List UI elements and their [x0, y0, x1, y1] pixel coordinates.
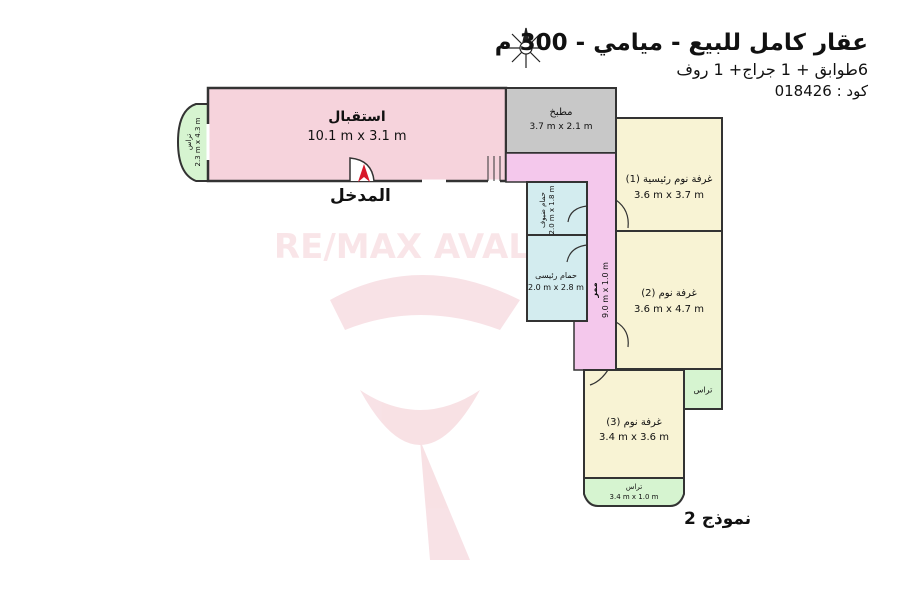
terrace-left-dims: 2.3 m x 4.3 m — [194, 117, 202, 167]
property-code: كود : 018426 — [774, 82, 868, 100]
corridor-label: ممر 9.0 m x 1.0 m — [589, 262, 611, 318]
bedroom3-name: غرفة نوم (3) — [606, 417, 662, 428]
entrance-door-swing — [349, 157, 375, 182]
corridor-name: ممر — [590, 282, 599, 298]
main-bath-dims: 2.0 m x 2.8 m — [528, 283, 584, 292]
bedroom3-dims: 3.4 m x 3.6 m — [599, 432, 669, 443]
main-bathroom — [526, 234, 588, 322]
entrance-arrow-icon — [358, 164, 370, 182]
page-subtitle: 6طوابق + 1 جراج+ 1 روف — [676, 60, 868, 79]
watermark-logo — [330, 275, 520, 560]
reception-label: استقبال 10.1 m x 3.1 m — [307, 107, 406, 147]
terrace-small-name: تراس — [693, 385, 713, 395]
model-label: نموذج 2 — [684, 509, 752, 529]
entrance-label: المدخل — [330, 186, 391, 206]
main-bath-label: حمام رئيسى 2.0 m x 2.8 m — [528, 270, 584, 294]
terrace-left-name: تراس — [185, 133, 193, 151]
reception-name: استقبال — [328, 109, 386, 125]
bedroom1-name: غرفة نوم رئيسية (1) — [625, 174, 713, 185]
kitchen-name: مطبخ — [549, 107, 573, 118]
door-swings — [566, 199, 629, 386]
terrace-small-label: تراس — [694, 386, 713, 395]
bedroom1-dims: 3.6 m x 3.7 m — [634, 190, 704, 201]
bedroom-3 — [583, 369, 685, 479]
bedroom2-name: غرفة نوم (2) — [641, 288, 697, 299]
terrace-bottom-dims: 3.4 m x 1.0 m — [609, 493, 659, 501]
page-title: عقار كامل للبيع - ميامي - 300 م — [494, 30, 868, 56]
kitchen-dims: 3.7 m x 2.1 m — [529, 122, 593, 132]
bedroom3-label: غرفة نوم (3) 3.4 m x 3.6 m — [599, 415, 669, 445]
terrace-bottom — [583, 477, 685, 507]
guest-bath-name: حمام ضيوف — [539, 192, 547, 229]
main-bath-name: حمام رئيسى — [535, 271, 577, 280]
corridor-dims: 9.0 m x 1.0 m — [601, 262, 610, 318]
bedroom2-dims: 3.6 m x 4.7 m — [634, 304, 704, 315]
terrace-left — [176, 103, 209, 182]
bedroom-2 — [615, 230, 723, 370]
door-frames — [487, 156, 501, 181]
bedroom2-label: غرفة نوم (2) 3.6 m x 4.7 m — [634, 286, 704, 318]
guest-bath-dims: 2.0 m x 1.8 m — [548, 185, 556, 235]
compass-icon — [506, 27, 546, 68]
bedroom1-label: غرفة نوم رئيسية (1) 3.6 m x 3.7 m — [626, 172, 713, 204]
reception-dims: 10.1 m x 3.1 m — [307, 129, 407, 144]
guest-bath-label: حمام ضيوف 2.0 m x 1.8 m — [539, 186, 557, 235]
terrace-left-label: تراس 2.3 m x 4.3 m — [185, 118, 203, 167]
terrace-bottom-name: تراس — [625, 483, 643, 491]
terrace-bottom-label: تراس 3.4 m x 1.0 m — [610, 482, 659, 502]
kitchen-label: مطبخ 3.7 m x 2.1 m — [530, 106, 593, 134]
